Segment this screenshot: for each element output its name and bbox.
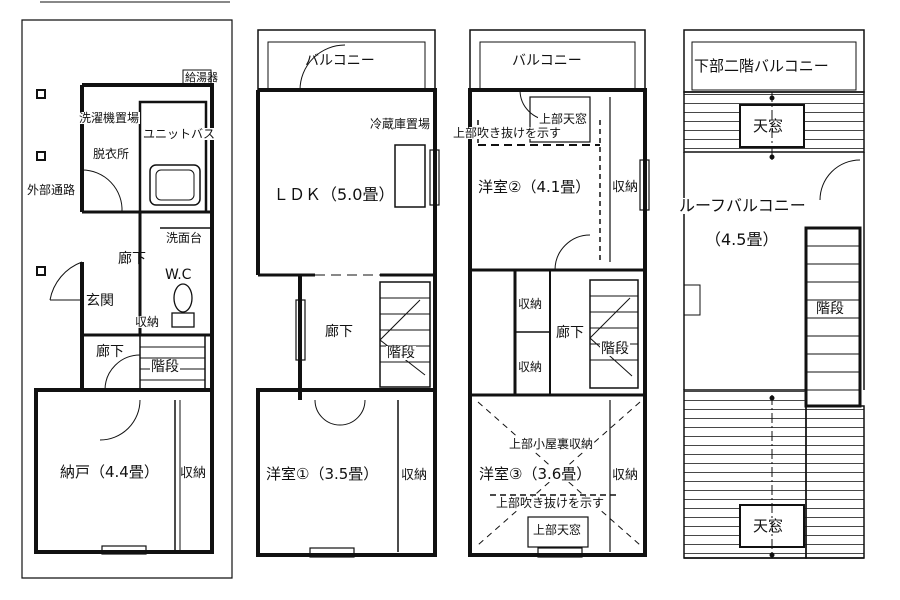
unit-bath-label: ユニットバス: [142, 127, 217, 141]
hallway-label-f2: 廊下: [325, 324, 353, 340]
western-room-2-label: 洋室②（4.1畳）: [478, 178, 591, 196]
wc-label: W.C: [165, 267, 192, 283]
hallway-upper-label: 廊下: [118, 251, 146, 267]
stairs-label-f2: 階段: [386, 345, 416, 361]
skylight-above-label: 上部天窓: [538, 112, 589, 126]
entrance-label: 玄関: [86, 293, 114, 309]
storage-room3-label: 収納: [612, 468, 639, 483]
balcony-label-f2: バルコニー: [305, 53, 375, 69]
roof-balcony-label: ルーフバルコニー: [678, 196, 807, 215]
fridge-space-label: 冷蔵庫置場: [370, 117, 431, 131]
washer-space-label: 洗濯機置場: [78, 111, 141, 125]
floor-1-plan: [21, 1, 233, 579]
stairs-label-f4: 階段: [815, 301, 845, 317]
skylight-top-label: 天窓: [753, 117, 784, 135]
floor-3-plan: [468, 29, 650, 558]
attic-storage-label: 上部小屋裏収納: [508, 437, 595, 451]
skylight-bottom-label: 天窓: [753, 517, 784, 535]
stairs-label-f3: 階段: [600, 341, 630, 357]
washstand-label: 洗面台: [165, 231, 204, 245]
hallway-label-f3: 廊下: [556, 325, 584, 341]
storage-left-top-label: 収納: [518, 297, 543, 311]
western-room-3-label: 洋室③（3.6畳）: [478, 465, 593, 483]
storage-left-bottom-label: 収納: [518, 360, 543, 374]
storage-room2-label: 収納: [612, 180, 639, 195]
void-above-2-label: 上部吹き抜けを示す: [495, 496, 606, 510]
storage-label-f2: 収納: [401, 468, 428, 483]
hallway-lower-label: 廊下: [96, 344, 124, 360]
water-heater-label: 給湯器: [185, 71, 218, 84]
lower-balcony-label: 下部二階バルコニー: [693, 57, 830, 75]
ldk-label: ＬＤＫ（5.0畳）: [273, 185, 395, 204]
skylight-above-2-label: 上部天窓: [532, 523, 583, 537]
roof-area-label: （4.5畳）: [705, 230, 779, 249]
outer-passage-label: 外部通路: [27, 183, 76, 197]
void-above-label: 上部吹き抜けを示す: [452, 126, 563, 140]
floor-4-plan: [683, 29, 865, 559]
floor-2-plan: [256, 29, 440, 558]
storeroom-label: 納戸（4.4畳）: [60, 463, 159, 481]
western-room-1-label: 洋室①（3.5畳）: [266, 465, 379, 483]
storage-small-label: 収納: [134, 315, 161, 329]
balcony-label-f3: バルコニー: [512, 53, 582, 69]
stairs-label: 階段: [150, 359, 180, 375]
dressing-room-label: 脱衣所: [92, 147, 131, 161]
storage-side-label: 収納: [180, 466, 207, 481]
